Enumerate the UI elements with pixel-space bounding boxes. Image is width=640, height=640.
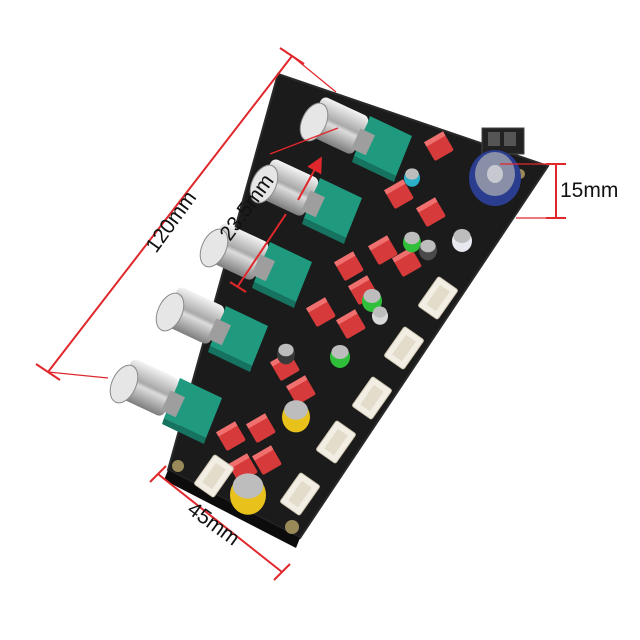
film-capacitor — [423, 131, 454, 161]
electrolytic-capacitor — [403, 231, 421, 253]
height-label: 15mm — [560, 179, 618, 202]
film-capacitor — [251, 445, 282, 475]
knob[interactable] — [245, 158, 326, 218]
electrolytic-capacitor — [404, 168, 420, 187]
knob[interactable] — [195, 222, 276, 282]
electrolytic-capacitor — [372, 306, 388, 325]
electrolytic-capacitor — [362, 289, 382, 312]
electrolytic-capacitor — [452, 229, 472, 252]
film-capacitor — [383, 179, 414, 209]
height-dimension: 15mm — [500, 163, 618, 219]
film-capacitor — [285, 375, 316, 405]
film-capacitor — [335, 309, 366, 339]
knob[interactable] — [295, 96, 376, 156]
electrolytic-capacitor — [230, 473, 266, 515]
wire-connector — [352, 376, 392, 420]
wire-connector — [280, 472, 320, 516]
electrolytic-capacitor — [330, 345, 350, 368]
film-capacitor — [367, 235, 398, 265]
electrolytic-capacitor — [282, 400, 310, 433]
mount-hole — [172, 460, 184, 472]
length-label: 120mm — [141, 187, 201, 257]
film-capacitor — [215, 421, 246, 451]
power-terminal — [481, 127, 525, 155]
wire-connector — [194, 454, 234, 498]
potentiometer — [302, 178, 362, 244]
wire-connector — [418, 276, 458, 320]
electrolytic-capacitor — [419, 239, 437, 261]
potentiometer — [252, 242, 312, 308]
knob[interactable] — [151, 286, 232, 346]
mount-hole — [285, 520, 299, 534]
electrolytic-capacitor — [277, 343, 295, 365]
potentiometer — [352, 116, 412, 182]
knob[interactable] — [105, 358, 186, 418]
film-capacitor — [305, 297, 336, 327]
film-capacitor — [333, 251, 364, 281]
potentiometer — [162, 378, 222, 444]
large-electrolytic-capacitor — [469, 150, 521, 206]
wire-connector — [384, 326, 424, 370]
wire-connector — [316, 420, 356, 464]
potentiometer — [208, 306, 268, 372]
film-capacitor — [415, 197, 446, 227]
film-capacitor — [245, 413, 276, 443]
